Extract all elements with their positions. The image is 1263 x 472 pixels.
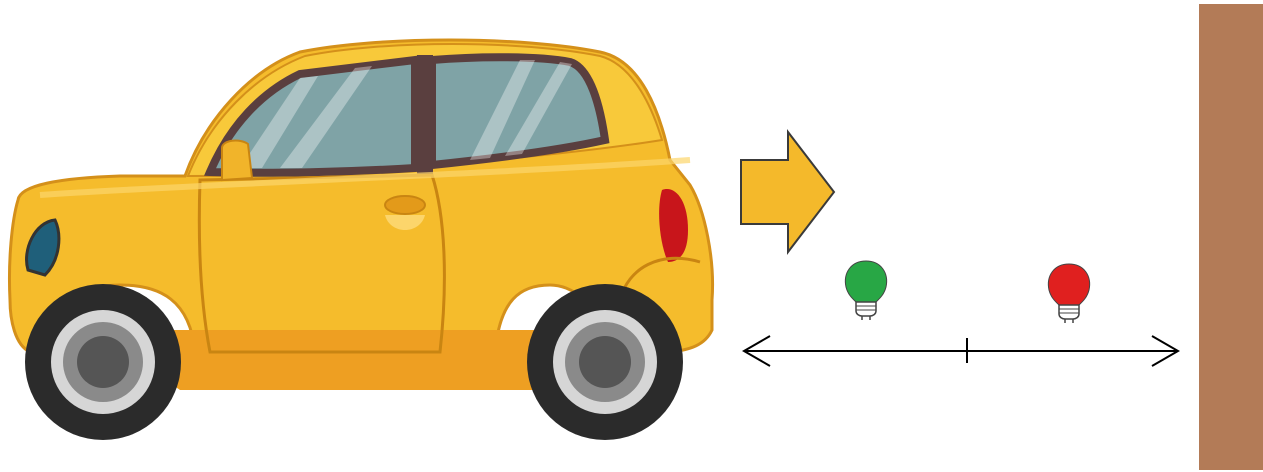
car-icon bbox=[7, 38, 715, 440]
car-b-pillar bbox=[417, 55, 433, 175]
right-arrow-icon bbox=[740, 129, 836, 255]
car-skirt bbox=[150, 330, 564, 390]
car-door-handle-well bbox=[385, 215, 425, 230]
car-rear-window bbox=[428, 53, 610, 170]
car-door-handle bbox=[384, 195, 426, 215]
car-door bbox=[197, 173, 446, 354]
car-side-mirror bbox=[221, 139, 254, 182]
car-window-shine bbox=[240, 60, 572, 168]
car-body-crease bbox=[39, 157, 691, 198]
car-head-light bbox=[25, 218, 61, 277]
wall-block bbox=[1199, 4, 1263, 470]
red-bulb-icon bbox=[1047, 263, 1091, 323]
green-bulb-icon bbox=[844, 260, 888, 320]
car-tail-light bbox=[659, 189, 688, 262]
double-arrow-icon bbox=[741, 335, 1181, 367]
car-front-wheel bbox=[25, 284, 181, 440]
car-front-window bbox=[204, 55, 419, 177]
car-rear-wheel bbox=[527, 284, 683, 440]
